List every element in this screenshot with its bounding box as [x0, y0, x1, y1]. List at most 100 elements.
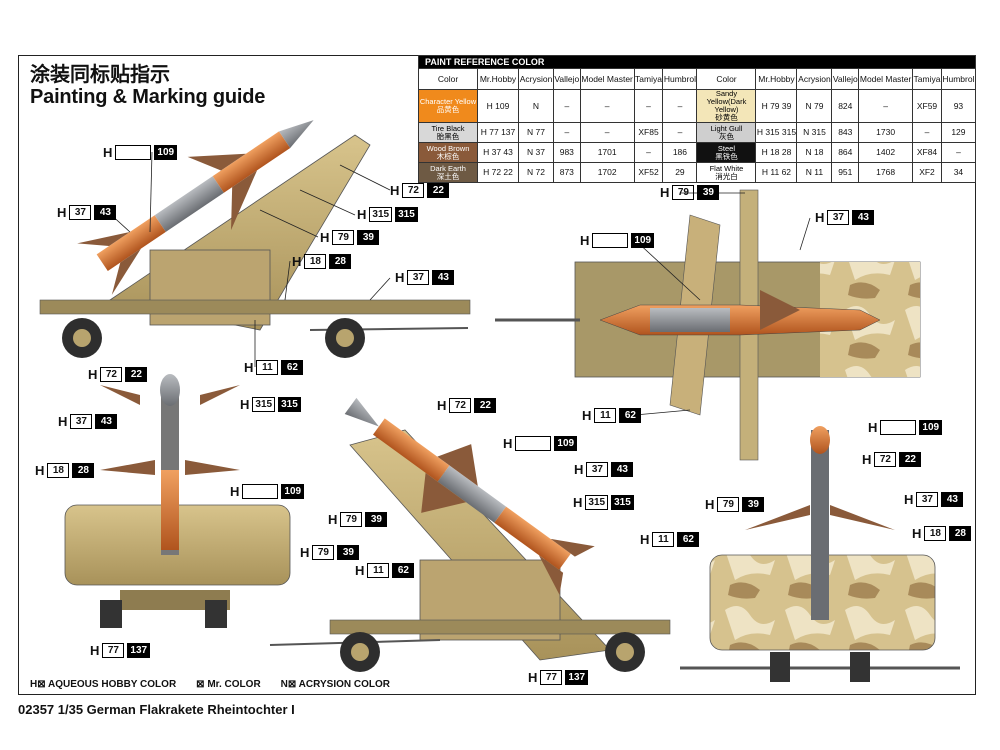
color-name-cn: 胎黑色 [436, 131, 460, 141]
callout-code-b: 137 [127, 643, 151, 658]
color-name: Tire Black [431, 123, 465, 133]
vallejo-cell: – [553, 89, 581, 123]
callout-code-a: 79 [717, 497, 740, 512]
callout-prefix: H [912, 526, 922, 541]
callout-prefix: H [868, 420, 878, 435]
callout-light-gull-2: H 315 315 [240, 397, 301, 412]
callout-prefix: H [390, 183, 400, 198]
callout-sandy-yellow-4: H 79 39 [328, 512, 388, 527]
callout-code-b: 62 [281, 360, 304, 375]
callout-code-a: 315 [369, 207, 393, 222]
callout-prefix: H [103, 145, 113, 160]
humbrol-cell: – [662, 122, 698, 143]
color-name-cn: 灰色 [718, 131, 734, 141]
modelmaster-cell: – [579, 89, 635, 123]
legend-acrysion: N⊠ ACRYSION COLOR [280, 679, 390, 690]
callout-prefix: H [528, 670, 538, 685]
color-name-cn: 黑铁色 [715, 151, 738, 161]
callout-character-yellow-5: H 109 [868, 420, 943, 435]
callout-flat-white-1: H 11 62 [244, 360, 304, 375]
callout-wood-brown-6: H 37 43 [904, 492, 964, 507]
callout-code-a: 77 [540, 670, 563, 685]
humbrol-cell: 93 [940, 89, 977, 123]
title-english: Painting & Marking guide [30, 86, 266, 108]
callout-prefix: H [580, 233, 590, 248]
callout-steel-1: H 18 28 [292, 254, 352, 269]
color-name: Steel [717, 143, 736, 153]
title-chinese: 涂装同标贴指示 [30, 62, 170, 86]
callout-prefix: H [904, 492, 914, 507]
callout-code-b: 315 [278, 397, 301, 412]
callout-prefix: H [815, 210, 825, 225]
callout-code-b: 28 [329, 254, 352, 269]
color-name: Light Gull [710, 123, 743, 133]
callout-prefix: H [88, 367, 98, 382]
callout-prefix: H [328, 512, 338, 527]
callout-code-b: 43 [432, 270, 455, 285]
side-view-launcher-2 [269, 397, 671, 672]
acrysion-code: 18 [813, 147, 824, 157]
acrysion-cell: N [518, 89, 554, 123]
callout-dark-earth-4: H 72 22 [862, 452, 922, 467]
callout-light-gull-3: H 315 315 [573, 495, 634, 510]
mrhobby-code: 37 43 [491, 147, 513, 157]
paint-reference-table: PAINT REFERENCE COLOR Color Mr.Hobby Acr… [418, 55, 977, 183]
callout-prefix: H [35, 463, 45, 478]
mrhobby-cell: H 72 22 [477, 162, 519, 183]
callout-code-b: 62 [619, 408, 642, 423]
callout-swatch-empty [242, 484, 279, 499]
callout-wood-brown-5: H 37 43 [574, 462, 634, 477]
callout-code-a: 18 [47, 463, 70, 478]
col-humbrol: Humbrol [662, 68, 698, 90]
color-name: Character Yellow [419, 97, 477, 106]
callout-code-b: 43 [94, 205, 117, 220]
modelmaster-cell: 1702 [579, 162, 635, 183]
callout-prefix: H [357, 207, 367, 222]
callout-code-a: 11 [367, 563, 390, 578]
tamiya-cell: XF2 [912, 162, 942, 183]
col-humbrol-2: Humbrol [940, 68, 977, 90]
callout-sandy-yellow-5: H 79 39 [705, 497, 765, 512]
callout-code-b: 39 [742, 497, 765, 512]
mrhobby-code: 18 28 [770, 147, 792, 157]
product-title: 02357 1/35 German Flakrakete Rheintochte… [18, 702, 295, 717]
callout-code-a: 79 [340, 512, 363, 527]
callout-tire-black-2: H 77 137 [528, 670, 589, 685]
acrysion-cell: N 37 [518, 142, 554, 163]
callout-prefix: H [320, 230, 330, 245]
callout-code: 109 [281, 484, 305, 499]
mrhobby-code: 11 62 [770, 167, 792, 177]
callout-prefix: H [292, 254, 302, 269]
callout-code-a: 11 [594, 408, 617, 423]
callout-code-b: 43 [941, 492, 964, 507]
callout-light-gull-1: H 315 315 [357, 207, 418, 222]
color-name-cn: 品黄色 [436, 105, 460, 114]
color-name: Wood Brown [426, 143, 470, 153]
callout-code-a: 37 [586, 462, 609, 477]
callout-code-a: 37 [827, 210, 850, 225]
callout-code-b: 62 [677, 532, 700, 547]
callout-code-a: 37 [916, 492, 939, 507]
acrysion-code: 37 [535, 147, 545, 157]
callout-character-yellow-2: H 109 [580, 233, 655, 248]
callout-code-a: 315 [585, 495, 609, 510]
callout-prefix: H [660, 185, 670, 200]
acrysion-cell: N 72 [518, 162, 554, 183]
callout-code-b: 43 [852, 210, 875, 225]
humbrol-cell: 29 [662, 162, 698, 183]
callout-tire-black-1: H 77 137 [90, 643, 151, 658]
acrysion-code: 11 [814, 167, 824, 177]
mrhobby-cell: H 109 [477, 89, 519, 123]
callout-code-b: 315 [395, 207, 418, 222]
callout-code-b: 22 [474, 398, 497, 413]
callout-prefix: H [862, 452, 872, 467]
callout-prefix: H [437, 398, 447, 413]
callout-prefix: H [300, 545, 310, 560]
tamiya-cell: – [633, 89, 664, 123]
callout-code-b: 22 [899, 452, 922, 467]
callout-code-a: 18 [304, 254, 327, 269]
callout-sandy-yellow-3: H 79 39 [300, 545, 360, 560]
callout-character-yellow-4: H 109 [503, 436, 578, 451]
callout-prefix: H [240, 397, 250, 412]
